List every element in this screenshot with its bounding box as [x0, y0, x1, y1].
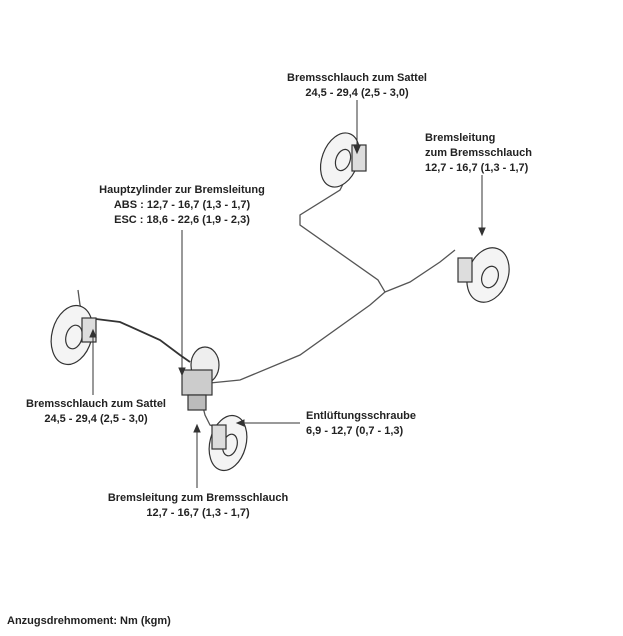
arrow-icon: [193, 423, 201, 433]
label-left-hose: Bremsschlauch zum Sattel 24,5 - 29,4 (2,…: [26, 397, 166, 427]
label-top-hose: Bremsschlauch zum Sattel 24,5 - 29,4 (2,…: [287, 71, 427, 101]
label-value: 24,5 - 29,4 (2,5 - 3,0): [305, 87, 409, 99]
brake-line-main: [189, 169, 386, 386]
arrow-icon: [235, 419, 245, 427]
rear-left-disc: [319, 132, 367, 188]
label-title: Bremsleitung zum Bremsschlauch: [107, 492, 289, 504]
label-value: 24,5 - 29,4 (2,5 - 3,0): [44, 413, 148, 425]
label-value: 6,9 - 12,7 (0,7 - 1,3): [306, 425, 404, 437]
label-bottom-line: Bremsleitung zum Bremsschlauch 12,7 - 16…: [108, 491, 288, 521]
label-title: Hauptzylinder zur Bremsleitung: [99, 184, 265, 196]
label-title: Entlüftungsschraube: [306, 410, 417, 422]
label-title: Bremsleitung: [425, 132, 496, 144]
label-value: 12,7 - 16,7 (1,3 - 1,7): [146, 507, 250, 519]
rear-right-disc: [457, 247, 510, 303]
label-title: zum Bremsschlauch: [425, 147, 532, 159]
label-title: Bremsschlauch zum Sattel: [287, 72, 427, 84]
front-right-disc: [208, 414, 248, 472]
label-value-esc: ESC : 18,6 - 22,6 (1,9 - 2,3): [114, 214, 250, 226]
label-bleeder: Entlüftungsschraube 6,9 - 12,7 (0,7 - 1,…: [306, 409, 416, 439]
label-master: Hauptzylinder zur Bremsleitung ABS : 12,…: [99, 183, 265, 228]
label-value-abs: ABS : 12,7 - 16,7 (1,3 - 1,7): [113, 199, 251, 211]
master-cylinder-abs-unit: [181, 346, 220, 411]
torque-unit-footer: Anzugsdrehmoment: Nm (kgm): [7, 615, 171, 627]
brake-line-rear-right: [384, 249, 456, 293]
arrow-icon: [478, 227, 486, 237]
label-title: Bremsschlauch zum Sattel: [26, 398, 166, 410]
label-right-line: Bremsleitung zum Bremsschlauch 12,7 - 16…: [425, 131, 532, 176]
arrow-icon: [353, 145, 361, 155]
label-value: 12,7 - 16,7 (1,3 - 1,7): [425, 162, 529, 174]
brake-line-front-left: [87, 317, 191, 363]
arrow-icon: [178, 367, 186, 377]
arrow-icon: [89, 328, 97, 338]
